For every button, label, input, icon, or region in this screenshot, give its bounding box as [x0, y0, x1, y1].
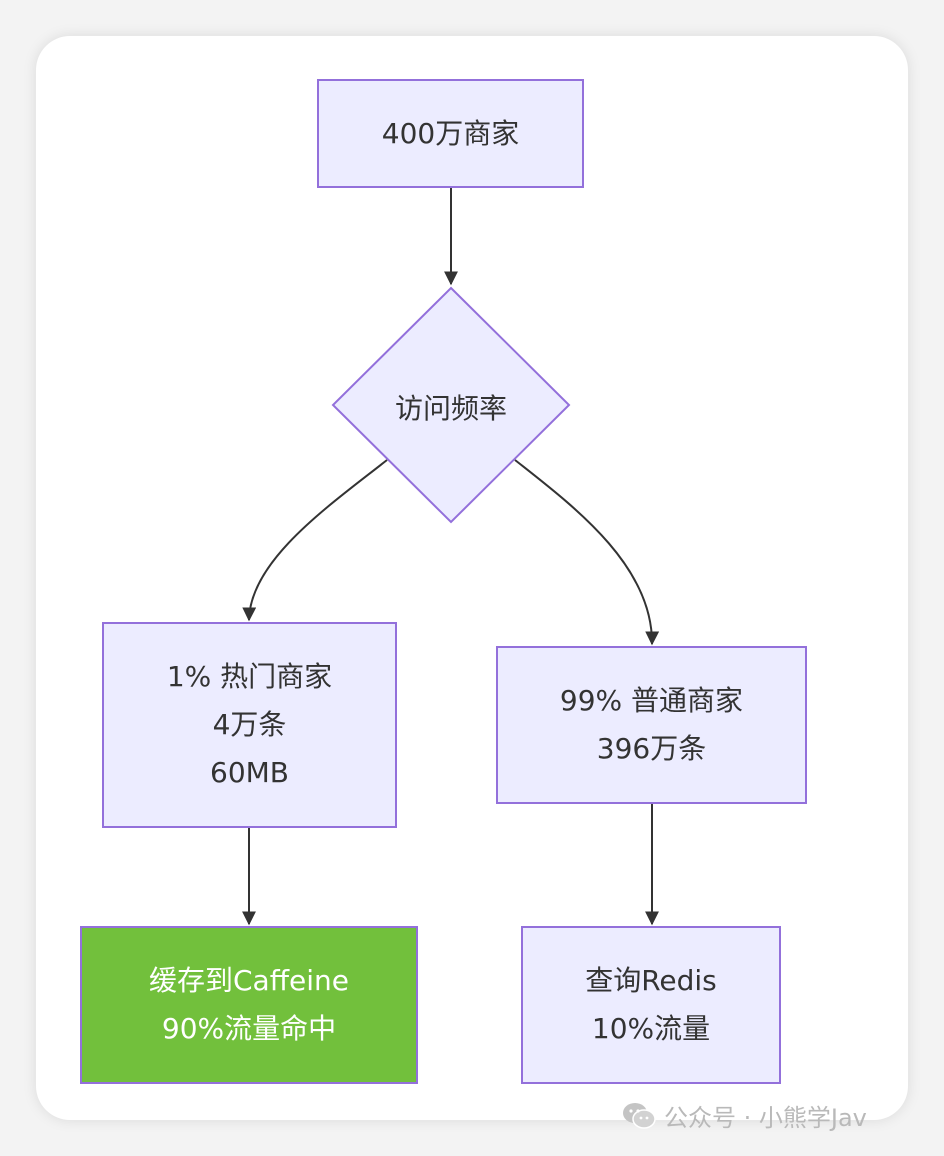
caffeine-line-2: 90%流量命中: [161, 1012, 337, 1045]
node-access-frequency-label: 访问频率: [394, 392, 507, 425]
watermark-text: 公众号 · 小熊学Jav: [664, 1104, 867, 1132]
watermark: 公众号 · 小熊学Jav: [622, 1098, 867, 1133]
normal-line-2: 396万条: [596, 732, 707, 765]
hot-line-2: 4万条: [212, 708, 287, 741]
normal-line-1: 99% 普通商家: [559, 684, 744, 717]
edge-decision-to-hot: [242, 459, 388, 622]
node-query-redis: 查询Redis 10%流量: [521, 926, 781, 1084]
decision-diamond: [331, 286, 571, 524]
node-cache-caffeine: 缓存到Caffeine 90%流量命中: [80, 926, 418, 1084]
hot-line-3: 60MB: [210, 756, 289, 789]
edge-decision-to-normal: [514, 459, 660, 646]
caffeine-line-1: 缓存到Caffeine: [149, 964, 349, 997]
node-normal-merchants: 99% 普通商家 396万条: [496, 646, 807, 804]
redis-line-1: 查询Redis: [585, 964, 717, 997]
node-total-merchants-label: 400万商家: [381, 116, 520, 150]
node-hot-merchants: 1% 热门商家 4万条 60MB: [102, 622, 397, 828]
node-total-merchants: 400万商家: [317, 79, 584, 188]
hot-line-1: 1% 热门商家: [166, 660, 333, 693]
wechat-icon: [623, 1102, 656, 1129]
redis-line-2: 10%流量: [591, 1012, 711, 1045]
